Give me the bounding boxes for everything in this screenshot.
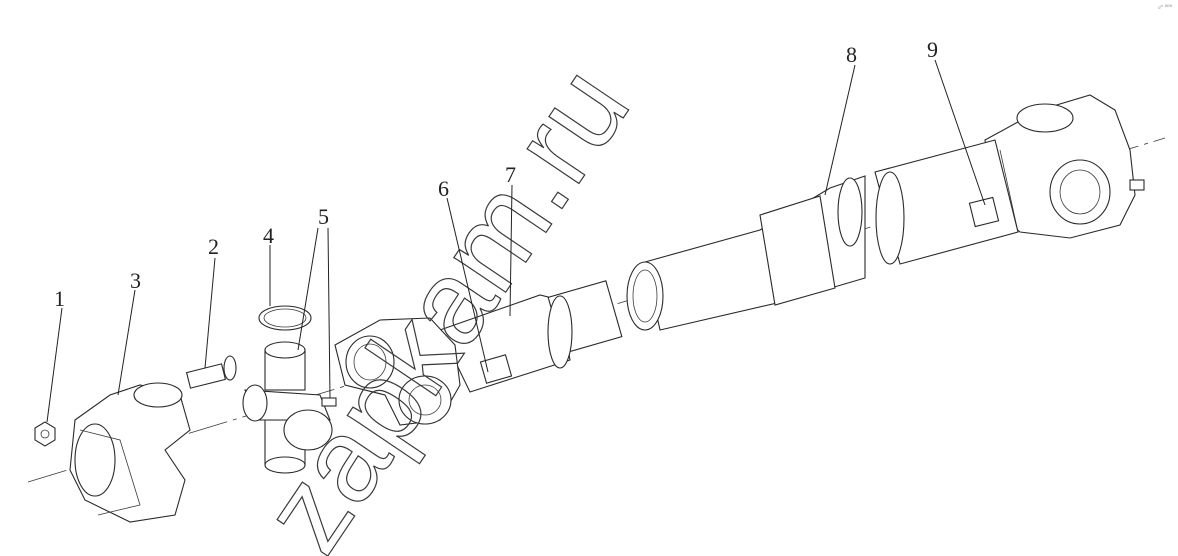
- callout-6: 6: [438, 176, 449, 201]
- callouts: 1 2 3 4 5 6 7 8 9: [54, 37, 938, 311]
- callout-7: 7: [505, 162, 516, 187]
- part-nut-1: [34, 421, 56, 447]
- callout-5: 5: [318, 204, 329, 229]
- part-sleeve-8: [626, 175, 866, 331]
- part-flange-3: [69, 382, 191, 523]
- callout-1: 1: [54, 286, 65, 311]
- callout-4: 4: [263, 223, 274, 248]
- callout-3: 3: [130, 268, 141, 293]
- part-cross-5: [242, 341, 337, 474]
- callout-8: 8: [846, 42, 857, 67]
- part-bolt-2: [185, 355, 237, 389]
- callout-2: 2: [208, 234, 219, 259]
- callout-9: 9: [927, 37, 938, 62]
- part-yoke-6: [334, 317, 461, 426]
- part-spline-7: [439, 280, 623, 393]
- part-far-joint: [984, 94, 1145, 239]
- leader-lines: [46, 59, 986, 423]
- corner-mark: ₀ⁿ ⁰⁰⁰: [1158, 4, 1172, 11]
- part-snap-ring-4: [258, 305, 312, 331]
- part-tube-9: [874, 139, 1019, 265]
